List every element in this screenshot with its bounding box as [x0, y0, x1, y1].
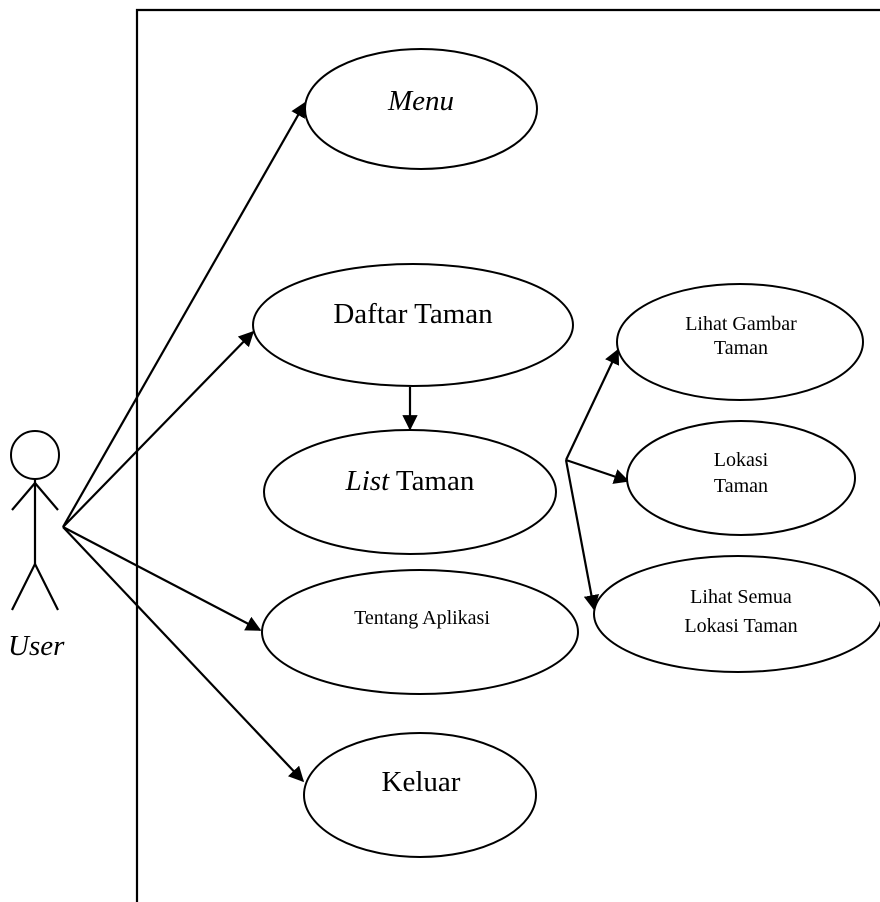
usecase-lokasi-taman-line2: Taman	[714, 475, 768, 497]
usecase-lihat-gambar-taman: Lihat Gambar Taman	[616, 283, 864, 401]
arrow-to-lihat-semua-lokasi	[564, 459, 600, 611]
usecase-list-taman: List Taman	[263, 429, 557, 555]
usecase-lihat-gambar-taman-line1: Lihat Gambar	[685, 313, 797, 335]
usecase-tentang-aplikasi-ellipse	[261, 569, 579, 695]
usecase-tentang-aplikasi-label: Tentang Aplikasi	[354, 607, 490, 629]
usecase-menu: Menu	[304, 48, 538, 170]
usecase-lihat-gambar-taman-ellipse	[616, 283, 864, 401]
usecase-lokasi-taman: Lokasi Taman	[626, 420, 856, 536]
usecase-lokasi-taman-line1: Lokasi	[714, 449, 769, 471]
usecase-daftar-taman-label: Daftar Taman	[333, 298, 493, 330]
usecase-daftar-taman-ellipse	[252, 263, 574, 387]
actor-head	[10, 430, 60, 480]
usecase-daftar-taman: Daftar Taman	[252, 263, 574, 387]
usecase-lihat-gambar-taman-line2: Taman	[714, 337, 768, 359]
usecase-lihat-semua-lokasi-taman-ellipse	[593, 555, 880, 673]
actor-arm-right	[34, 482, 59, 511]
actor-leg-right	[34, 563, 59, 611]
usecase-keluar: Keluar	[303, 732, 537, 858]
usecase-list-taman-ellipse	[263, 429, 557, 555]
usecase-lihat-semua-lokasi-taman-line1: Lihat Semua	[690, 586, 792, 608]
arrow-to-menu	[62, 101, 306, 528]
usecase-lihat-semua-lokasi-taman-line2: Lokasi Taman	[684, 615, 797, 637]
actor-arm-left	[11, 482, 36, 511]
usecase-list-taman-label: List Taman	[345, 465, 475, 497]
usecase-lihat-semua-lokasi-taman: Lihat Semua Lokasi Taman	[593, 555, 880, 673]
usecase-list-taman-label-rest: Taman	[396, 465, 475, 497]
usecase-tentang-aplikasi: Tentang Aplikasi	[261, 569, 579, 695]
usecase-menu-label: Menu	[387, 85, 454, 117]
arrow-to-keluar	[62, 526, 305, 783]
arrow-to-tentang-aplikasi	[62, 526, 262, 631]
usecase-keluar-label: Keluar	[382, 766, 461, 798]
actor-user: User	[8, 430, 65, 662]
actor-label: User	[8, 630, 65, 662]
actor-leg-left	[11, 563, 36, 611]
usecase-list-taman-label-italic: List	[345, 465, 390, 497]
arrow-to-lihat-gambar	[565, 348, 620, 461]
arrow-to-daftar-taman	[62, 330, 255, 528]
usecase-lokasi-taman-ellipse	[626, 420, 856, 536]
arrow-to-lokasi-taman	[565, 458, 630, 484]
usecase-keluar-ellipse	[303, 732, 537, 858]
usecase-menu-ellipse	[304, 48, 538, 170]
